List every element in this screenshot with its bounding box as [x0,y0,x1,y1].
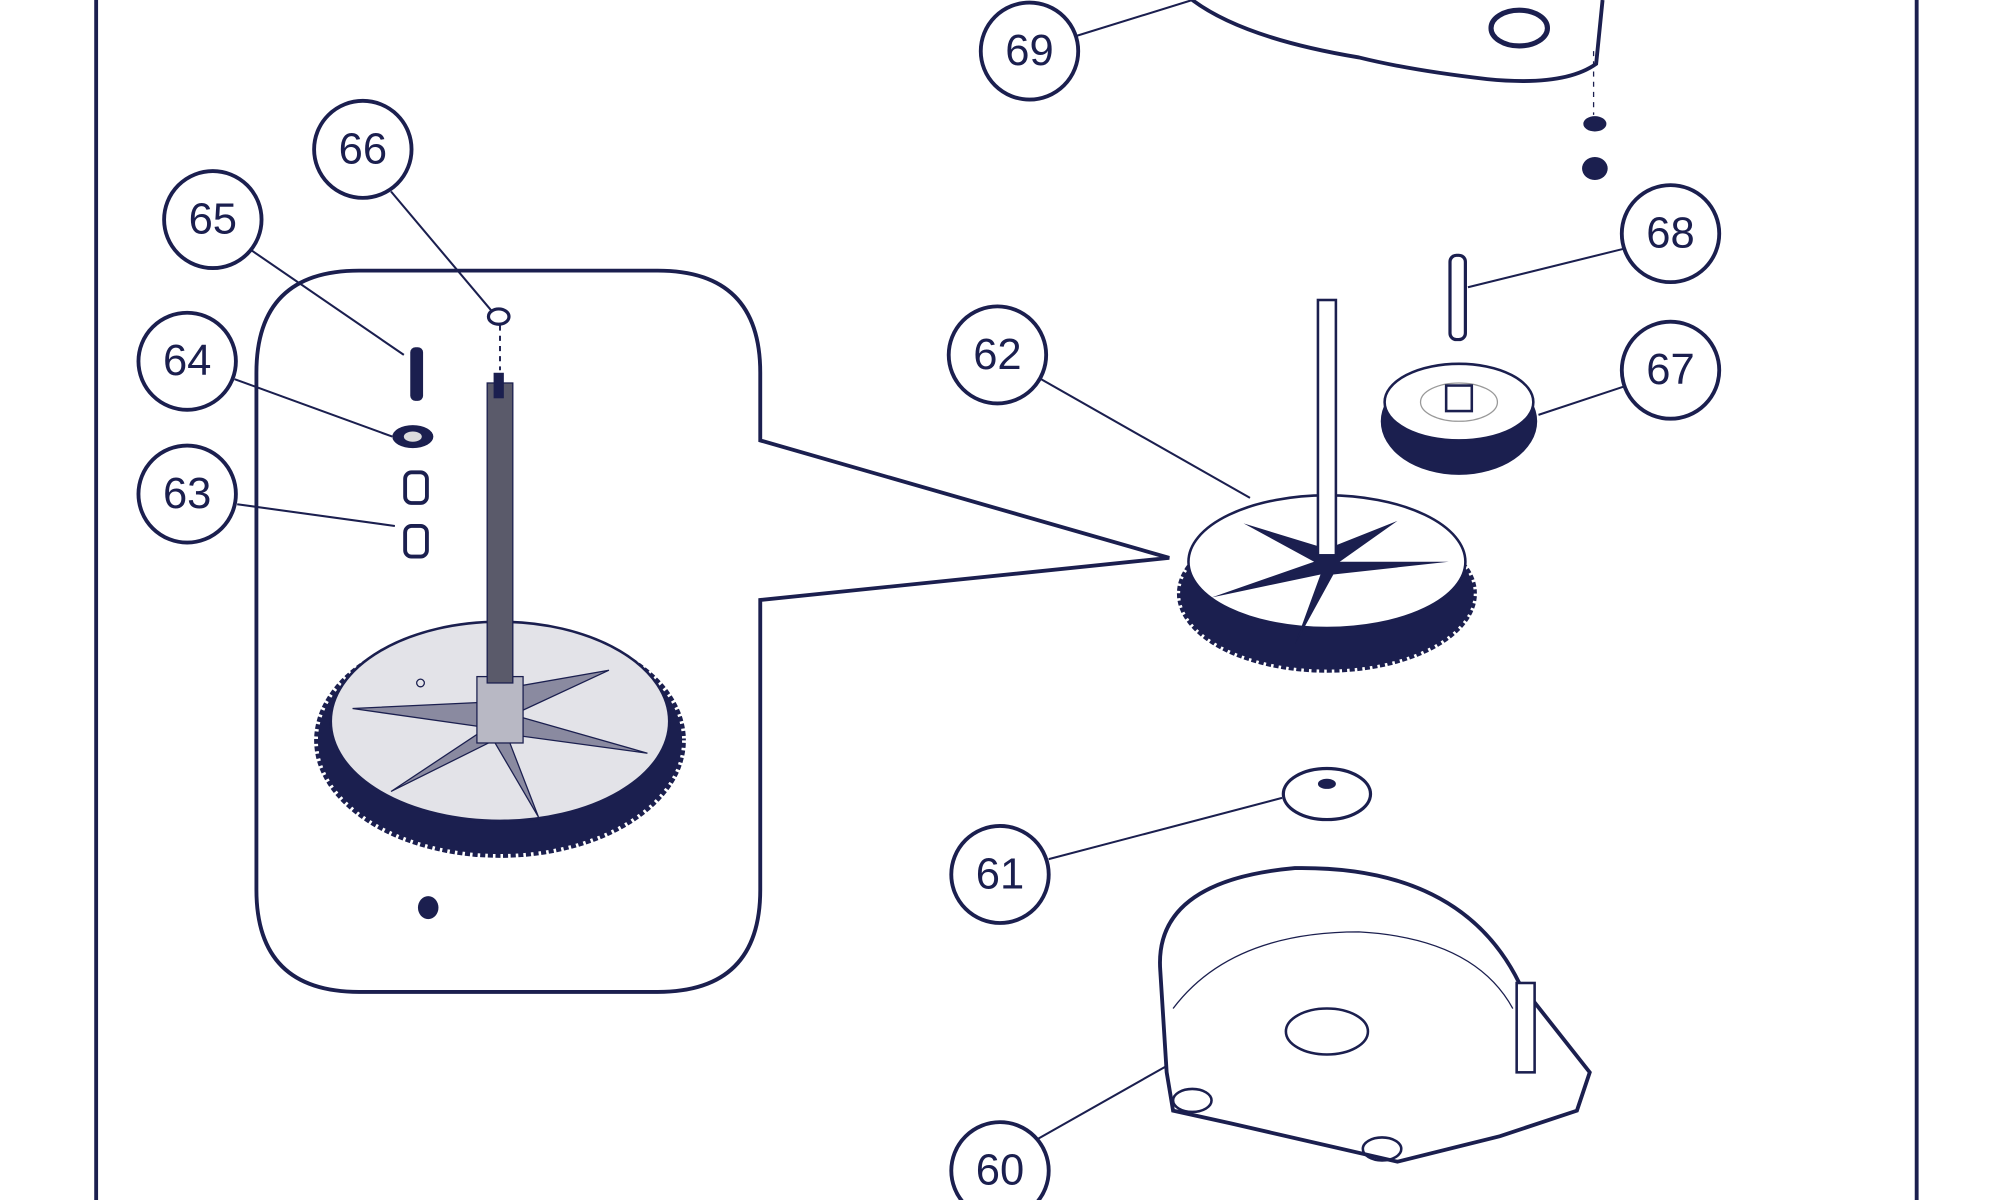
gear-67 [1380,362,1538,475]
callout-68: 68 [1619,183,1722,285]
callout-67: 67 [1619,319,1722,421]
callout-label: 63 [163,470,211,518]
callout-65: 65 [162,169,264,270]
disc-61 [1281,766,1373,822]
callout-label: 66 [339,125,387,173]
callout-label: 69 [1005,27,1053,75]
washer-66 [486,307,511,326]
callout-label: 67 [1646,346,1694,394]
housing-60 [1158,866,1592,1164]
callout-63: 63 [136,443,238,545]
nut-detail [417,896,439,920]
callout-label: 64 [163,337,211,385]
pin-68 [1448,253,1467,342]
detail-view-box [254,268,1170,994]
callout-label: 65 [189,196,237,244]
callout-label: 62 [973,331,1021,379]
gear-62 [1173,298,1481,676]
leader-lines [234,0,1624,1141]
bushing-63b [403,524,429,559]
callout-label: 60 [976,1147,1024,1195]
callout-64: 64 [136,310,238,412]
callout-62: 62 [946,304,1049,406]
cover-69 [1191,0,1605,83]
screw-65 [410,347,424,401]
bushing-63a [403,470,429,505]
callout-60: 60 [949,1120,1051,1200]
callout-label: 61 [976,851,1024,899]
callout-label: 68 [1646,210,1694,258]
gear-62-detail [310,325,690,862]
callout-69: 69 [978,0,1081,102]
callout-61: 61 [949,824,1051,925]
callout-66: 66 [312,98,414,200]
